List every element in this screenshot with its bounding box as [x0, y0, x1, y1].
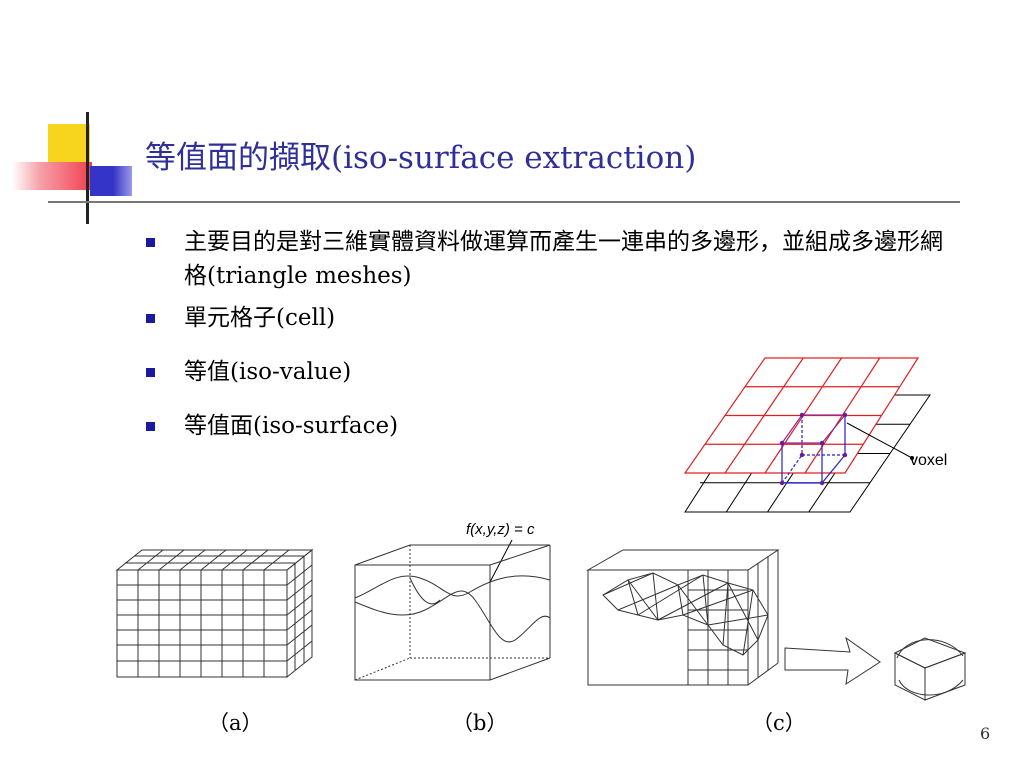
deco-yellow-square — [48, 124, 90, 168]
caption-b: （b） — [452, 711, 508, 735]
square-bullet-icon — [146, 422, 155, 431]
voxel-cube — [781, 414, 846, 484]
deco-blue-square — [90, 166, 132, 196]
bullet-item: 單元格子(cell) — [146, 301, 944, 335]
extraction-arrow — [784, 636, 881, 686]
mesh-volume-figure-c — [586, 549, 780, 686]
voxel-grid-diagram — [683, 357, 931, 513]
square-bullet-icon — [146, 368, 155, 377]
extracted-cell-cube — [893, 637, 967, 701]
deco-red-gradient-bar — [12, 162, 92, 190]
bullet-text: 等值面(iso-surface) — [184, 413, 399, 439]
voxel-vertices — [779, 412, 848, 486]
bullet-text: 主要目的是對三維實體資料做運算而產生一連串的多邊形，並組成多邊形網格(trian… — [184, 229, 943, 289]
bullet-item: 等值面(iso-surface) — [146, 409, 944, 443]
function-label: f(x,y,z) = c — [466, 521, 535, 538]
bullet-item: 等值(iso-value) — [146, 355, 944, 389]
title-divider — [48, 201, 960, 203]
square-bullet-icon — [146, 238, 155, 247]
caption-c: （c） — [752, 711, 806, 735]
bullet-text: 單元格子(cell) — [184, 305, 336, 331]
isosurface-box-figure-b — [354, 544, 551, 681]
bullet-list: 主要目的是對三維實體資料做運算而產生一連串的多邊形，並組成多邊形網格(trian… — [146, 225, 944, 443]
bullet-text: 等值(iso-value) — [184, 359, 352, 385]
voxel-pointer — [846, 422, 913, 459]
bullet-item: 主要目的是對三維實體資料做運算而產生一連串的多邊形，並組成多邊形網格(trian… — [146, 225, 944, 293]
voxel-label: voxel — [910, 452, 948, 469]
deco-vertical-line — [86, 112, 89, 224]
grid-volume-figure-a — [115, 548, 314, 679]
page-number: 6 — [980, 724, 991, 743]
square-bullet-icon — [146, 314, 155, 323]
caption-a: （a） — [208, 711, 263, 735]
slide-title: 等值面的擷取(iso-surface extraction) — [145, 140, 697, 176]
